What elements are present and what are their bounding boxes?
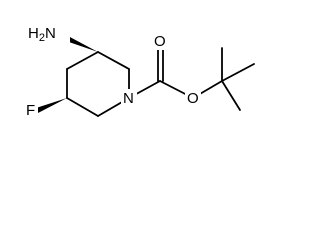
bond-c4-c3 bbox=[66, 51, 99, 70]
chemical-structure: N O O F H2N bbox=[24, 24, 255, 119]
atom-label-carbonyl-oxygen: O bbox=[154, 33, 166, 50]
wedge-bond-fluorine bbox=[36, 98, 67, 113]
atom-label-amine: H2N bbox=[28, 25, 56, 44]
bond-quat-methyl-down bbox=[221, 80, 241, 111]
amine-hydrogen-count: 2 bbox=[39, 32, 45, 44]
amine-nitrogen: N bbox=[45, 25, 56, 42]
bond-c2-c3 bbox=[97, 51, 130, 70]
atom-label-fluorine: F bbox=[26, 102, 35, 119]
amine-hydrogen: H bbox=[28, 25, 39, 42]
bond-quat-methyl-right bbox=[221, 63, 255, 82]
atom-label-ring-nitrogen: N bbox=[123, 90, 134, 107]
wedge-bond-amine bbox=[66, 36, 98, 52]
atom-label-ester-oxygen: O bbox=[187, 90, 199, 107]
bond-c6-c5 bbox=[66, 97, 99, 117]
